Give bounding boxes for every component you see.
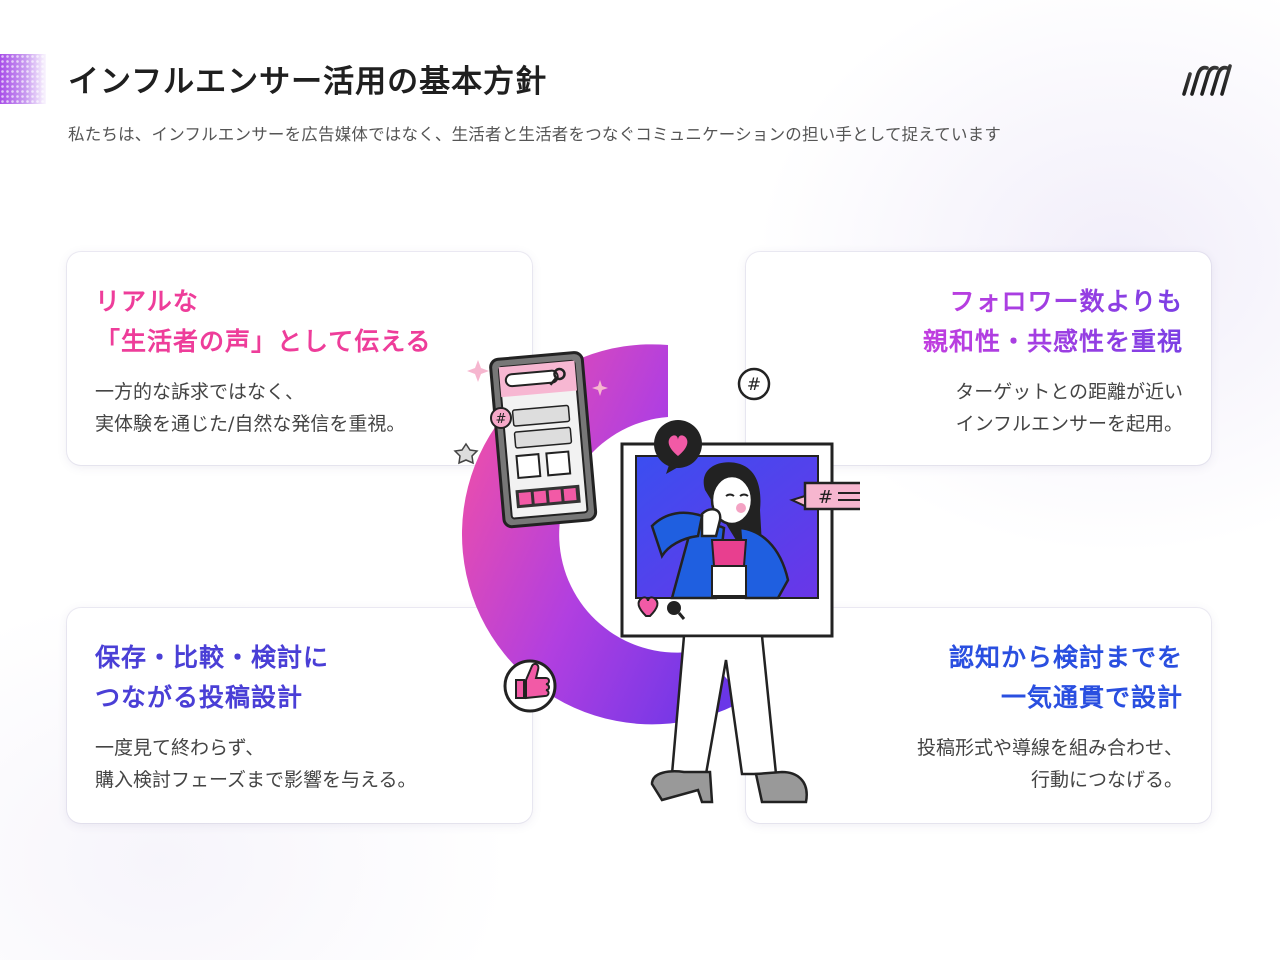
card-body: 一方的な訴求ではなく、 実体験を通じた/自然な発信を重視。 (95, 381, 406, 435)
sparkle-icon (592, 380, 608, 396)
card-end-to-end: 認知から検討までを 一気通貫で設計 投稿形式や導線を組み合わせ、 行動につなげる… (746, 608, 1211, 823)
title-accent-bar (0, 54, 46, 104)
influencer-illustration: # # (453, 344, 860, 804)
hashtag-bubble-icon: # (789, 481, 860, 511)
card-title: 保存・比較・検討に つながる投稿設計 (95, 643, 330, 712)
sparkle-icon (467, 360, 489, 382)
card-body: 一度見て終わらず、 購入検討フェーズまで影響を与える。 (95, 737, 417, 791)
card-real-voice: リアルな 「生活者の声」として伝える 一方的な訴求ではなく、 実体験を通じた/自… (67, 252, 532, 465)
svg-text:#: # (496, 412, 507, 427)
svg-text:#: # (818, 487, 833, 508)
card-body: 投稿形式や導線を組み合わせ、 行動につなげる。 (916, 737, 1183, 791)
page-subtitle: 私たちは、インフルエンサーを広告媒体ではなく、生活者と生活者をつなぐコミュニケー… (68, 125, 1002, 144)
page-title: インフルエンサー活用の基本方針 (68, 64, 548, 100)
hashtag-icon (490, 407, 512, 429)
hashtag-circle-icon (737, 367, 771, 401)
card-title: リアルな 「生活者の声」として伝える (95, 287, 432, 356)
thumbs-up-icon (503, 659, 557, 713)
search-icon (667, 601, 681, 615)
influencer-person (650, 462, 808, 804)
brand-logo-icon (1182, 64, 1232, 96)
card-title: フォロワー数よりも 親和性・共感性を重視 (923, 282, 1183, 362)
card-title: 認知から検討までを 一気通貫で設計 (948, 643, 1183, 712)
smartphone-icon (489, 351, 598, 529)
card-body: ターゲットとの距離が近い インフルエンサーを起用。 (955, 381, 1183, 435)
card-affinity: フォロワー数よりも 親和性・共感性を重視 ターゲットとの距離が近い インフルエン… (746, 252, 1211, 465)
svg-text:#: # (747, 375, 761, 395)
card-post-design: 保存・比較・検討に つながる投稿設計 一度見て終わらず、 購入検討フェーズまで影… (67, 608, 532, 823)
heart-bubble-icon (654, 420, 702, 474)
star-icon (453, 442, 479, 465)
heart-icon (637, 596, 659, 617)
